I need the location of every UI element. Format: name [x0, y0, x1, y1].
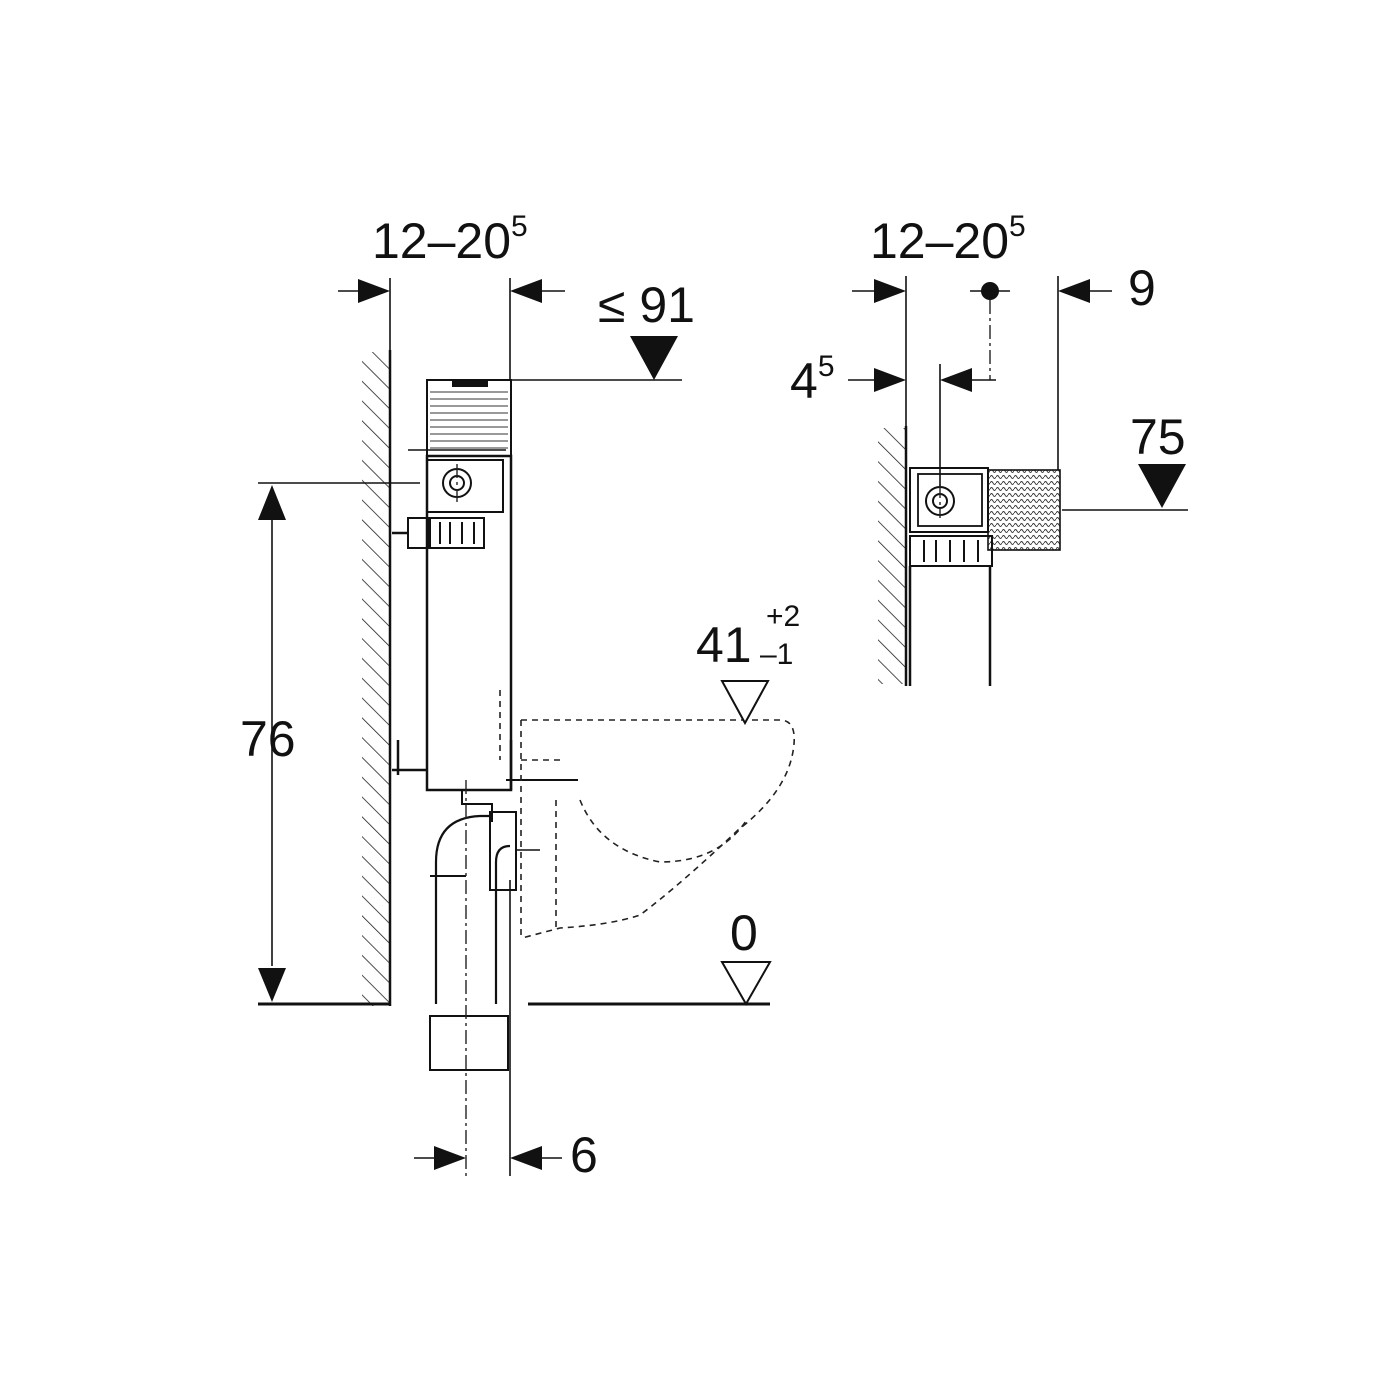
bowl-height-dimension: 41 +2 –1	[696, 600, 800, 726]
detail-wall-gap-label: 12–205	[870, 210, 1026, 269]
drain-pipe	[429, 779, 578, 1176]
drain-offset-label: 6	[570, 1127, 598, 1183]
level-marker-icon	[1138, 464, 1186, 508]
wall-hatching	[362, 350, 392, 1006]
level-marker-icon	[630, 336, 678, 380]
height-label: 76	[240, 711, 296, 767]
detail-offset-dimension: 45	[790, 350, 996, 500]
floor-level-marker: 0	[720, 905, 772, 1007]
level-marker-icon	[720, 680, 770, 726]
detail-height-dimension: 75	[1062, 409, 1188, 511]
wall-gap-label: 12–205	[372, 210, 528, 269]
detail-wall-hatching	[878, 426, 908, 686]
floor-level-label: 0	[730, 905, 758, 961]
detail-depth-label: 9	[1128, 260, 1156, 316]
drain-offset-dimension: 6	[414, 1127, 598, 1183]
detail-view: 12–205 9 45 75	[790, 210, 1188, 686]
toilet-bowl-outline	[520, 719, 796, 939]
bowl-height-tolerance-plus: +2	[766, 600, 800, 633]
wall-gap-dimension: 12–205	[338, 210, 565, 380]
side-view: 12–205 ≤ 91 76	[240, 210, 800, 1183]
detail-height-label: 75	[1130, 409, 1186, 465]
detail-depth-dimension: 9	[1057, 260, 1156, 470]
detail-offset-label: 45	[790, 350, 835, 409]
insulation-sleeve	[987, 469, 1061, 551]
bowl-height-label: 41	[696, 617, 752, 673]
cistern	[392, 379, 513, 792]
level-marker-icon	[720, 961, 772, 1007]
bowl-height-tolerance-minus: –1	[760, 638, 793, 671]
top-height-label: ≤ 91	[598, 277, 695, 333]
height-dimension: 76	[240, 482, 420, 1002]
detail-fitting	[908, 467, 1061, 686]
top-height-dimension: ≤ 91	[512, 277, 695, 381]
detail-wall-gap-dimension: 12–205	[852, 210, 1026, 426]
